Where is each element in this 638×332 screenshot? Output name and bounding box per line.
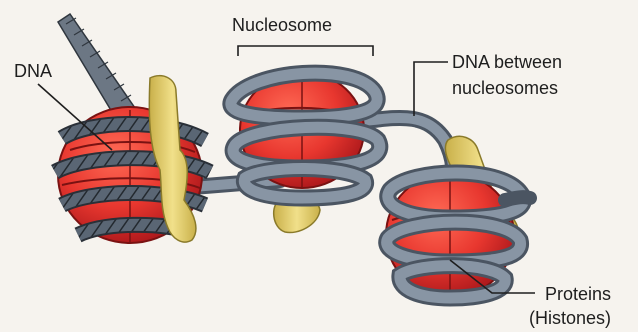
label-nucleosome: Nucleosome — [232, 14, 332, 36]
nucleosome-middle — [231, 72, 380, 198]
label-dna-between-line1: DNA between — [452, 51, 562, 73]
nucleosome-right — [386, 173, 523, 298]
label-dna: DNA — [14, 60, 52, 82]
label-dna-between-line2: nucleosomes — [452, 77, 558, 99]
label-proteins-line2: (Histones) — [529, 307, 611, 329]
label-proteins-line1: Proteins — [545, 283, 611, 305]
chromatin-fiber-top — [58, 14, 135, 122]
nucleosome-bracket — [238, 46, 373, 56]
dna-between-leader-line — [414, 62, 448, 116]
